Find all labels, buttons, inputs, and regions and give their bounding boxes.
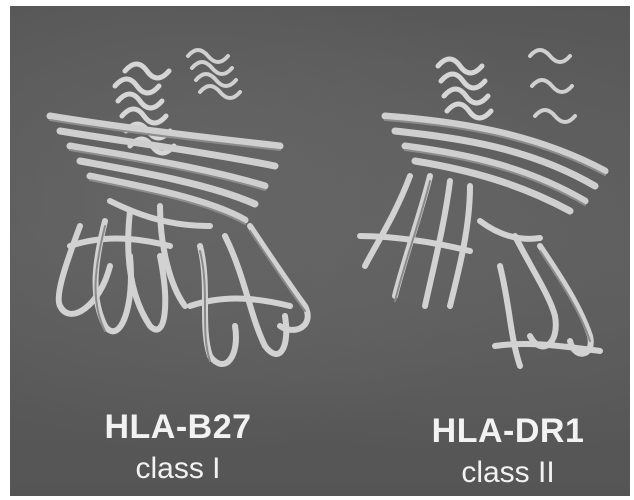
hla-dr1-ribbon-structure bbox=[10, 6, 630, 406]
hla-b27-name: HLA-B27 bbox=[68, 410, 288, 444]
hla-dr1-caption: HLA-DR1 class II bbox=[398, 414, 618, 488]
figure-frame: HLA-B27 class I HLA-DR1 class II bbox=[10, 6, 630, 496]
hla-b27-class-label: class I bbox=[68, 454, 288, 484]
hla-dr1-name: HLA-DR1 bbox=[398, 414, 618, 448]
hla-dr1-class-label: class II bbox=[398, 458, 618, 488]
hla-dr1-alpha-helix-right bbox=[530, 50, 575, 122]
hla-dr1-alpha-helix-left bbox=[438, 59, 491, 118]
hla-b27-caption: HLA-B27 class I bbox=[68, 410, 288, 484]
